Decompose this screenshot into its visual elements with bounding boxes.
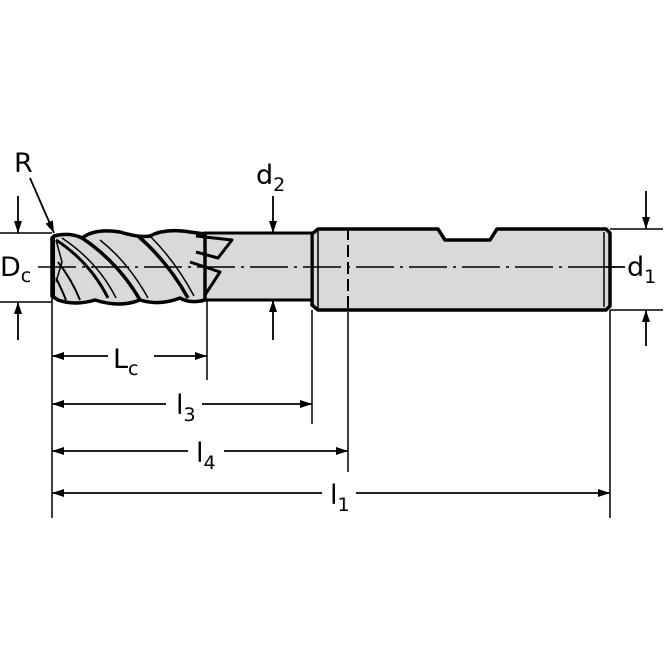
r-leader	[29, 177, 55, 234]
label-d2: d2	[256, 160, 285, 196]
label-d1: d1	[627, 252, 656, 288]
label-l4: l4	[196, 438, 216, 474]
label-r: R	[14, 148, 33, 179]
label-l1: l1	[330, 480, 350, 516]
label-lc: Lc	[113, 344, 139, 380]
dimension-lines	[14, 177, 650, 497]
label-l3: l3	[176, 390, 196, 426]
labels: R Dc d2 d1 Lc l3 l4 l1	[0, 148, 656, 516]
extension-lines	[0, 228, 663, 518]
tool-body	[38, 227, 622, 312]
shank	[310, 227, 612, 312]
label-dc: Dc	[0, 252, 31, 287]
